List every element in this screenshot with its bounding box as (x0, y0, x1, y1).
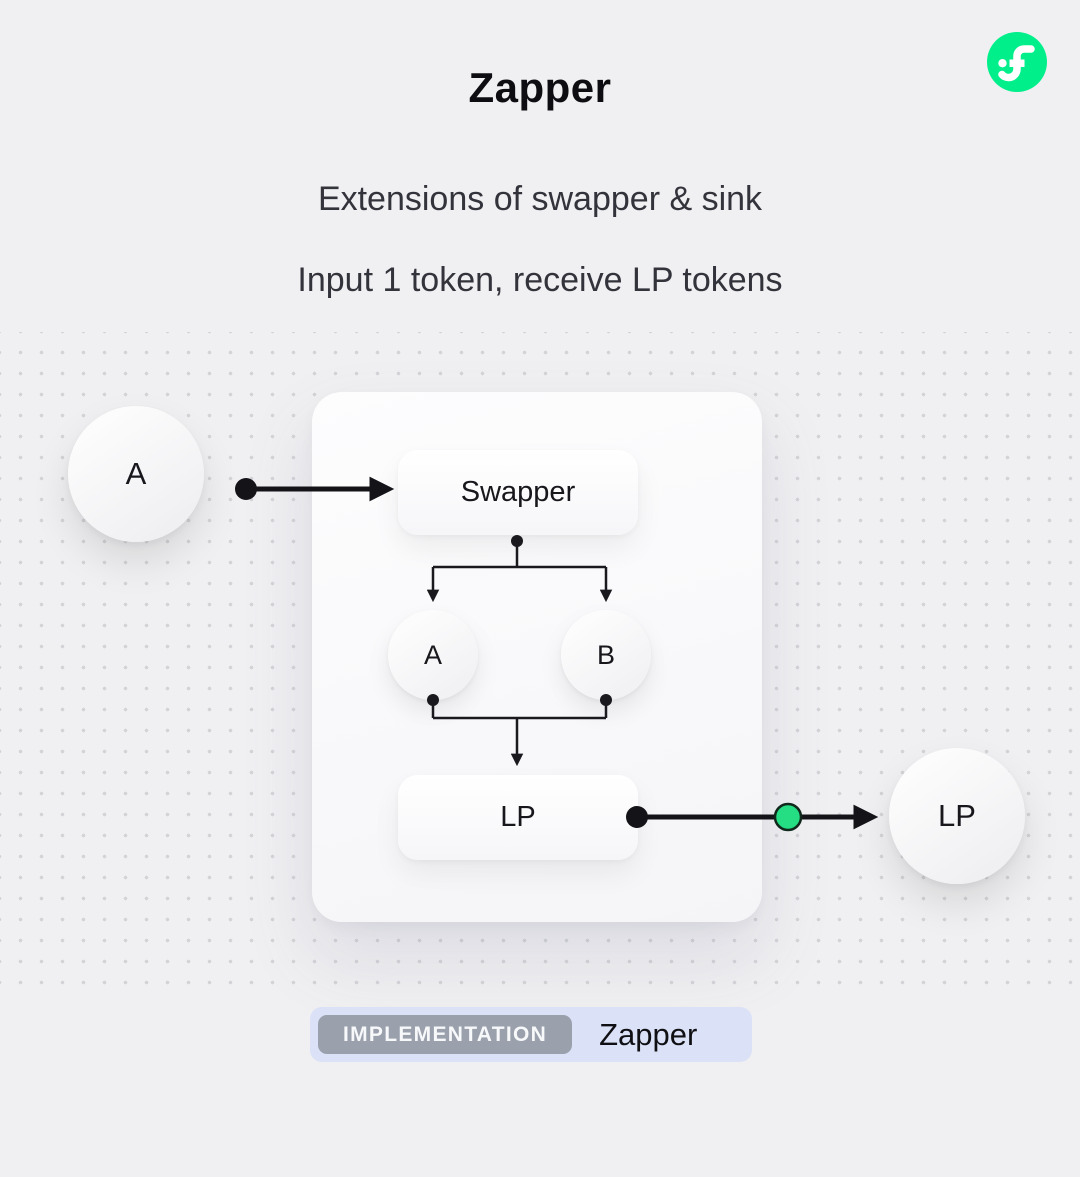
input-token-circle: A (68, 406, 204, 542)
output-token-label: LP (938, 798, 976, 833)
flow-logo-icon (987, 32, 1047, 92)
output-token-circle: LP (889, 748, 1025, 884)
swapper-node: Swapper (398, 450, 638, 535)
implementation-badge: IMPLEMENTATION Zapper (310, 1007, 752, 1062)
implementation-name: Zapper (599, 1016, 698, 1052)
input-token-label: A (125, 456, 147, 491)
page-title: Zapper (468, 64, 612, 111)
token-b-label: B (596, 639, 615, 670)
token-a-circle: A (388, 610, 478, 700)
flow-glyph-dot (998, 59, 1007, 68)
lp-node-label: LP (500, 801, 536, 833)
flow-glyph-crossbar (1009, 59, 1025, 67)
subtitle-line-2: Input 1 token, receive LP tokens (297, 261, 783, 299)
flow-glyph-stem (998, 45, 1035, 82)
token-b-circle: B (561, 610, 651, 700)
token-a-label: A (423, 639, 442, 670)
implementation-label-pill: IMPLEMENTATION (318, 1015, 573, 1054)
diagram-card: Swapper A B LP (312, 392, 762, 922)
subtitle-line-1: Extensions of swapper & sink (317, 180, 763, 218)
implementation-label: IMPLEMENTATION (343, 1022, 548, 1046)
lp-node: LP (398, 775, 638, 860)
swapper-node-label: Swapper (460, 476, 576, 508)
